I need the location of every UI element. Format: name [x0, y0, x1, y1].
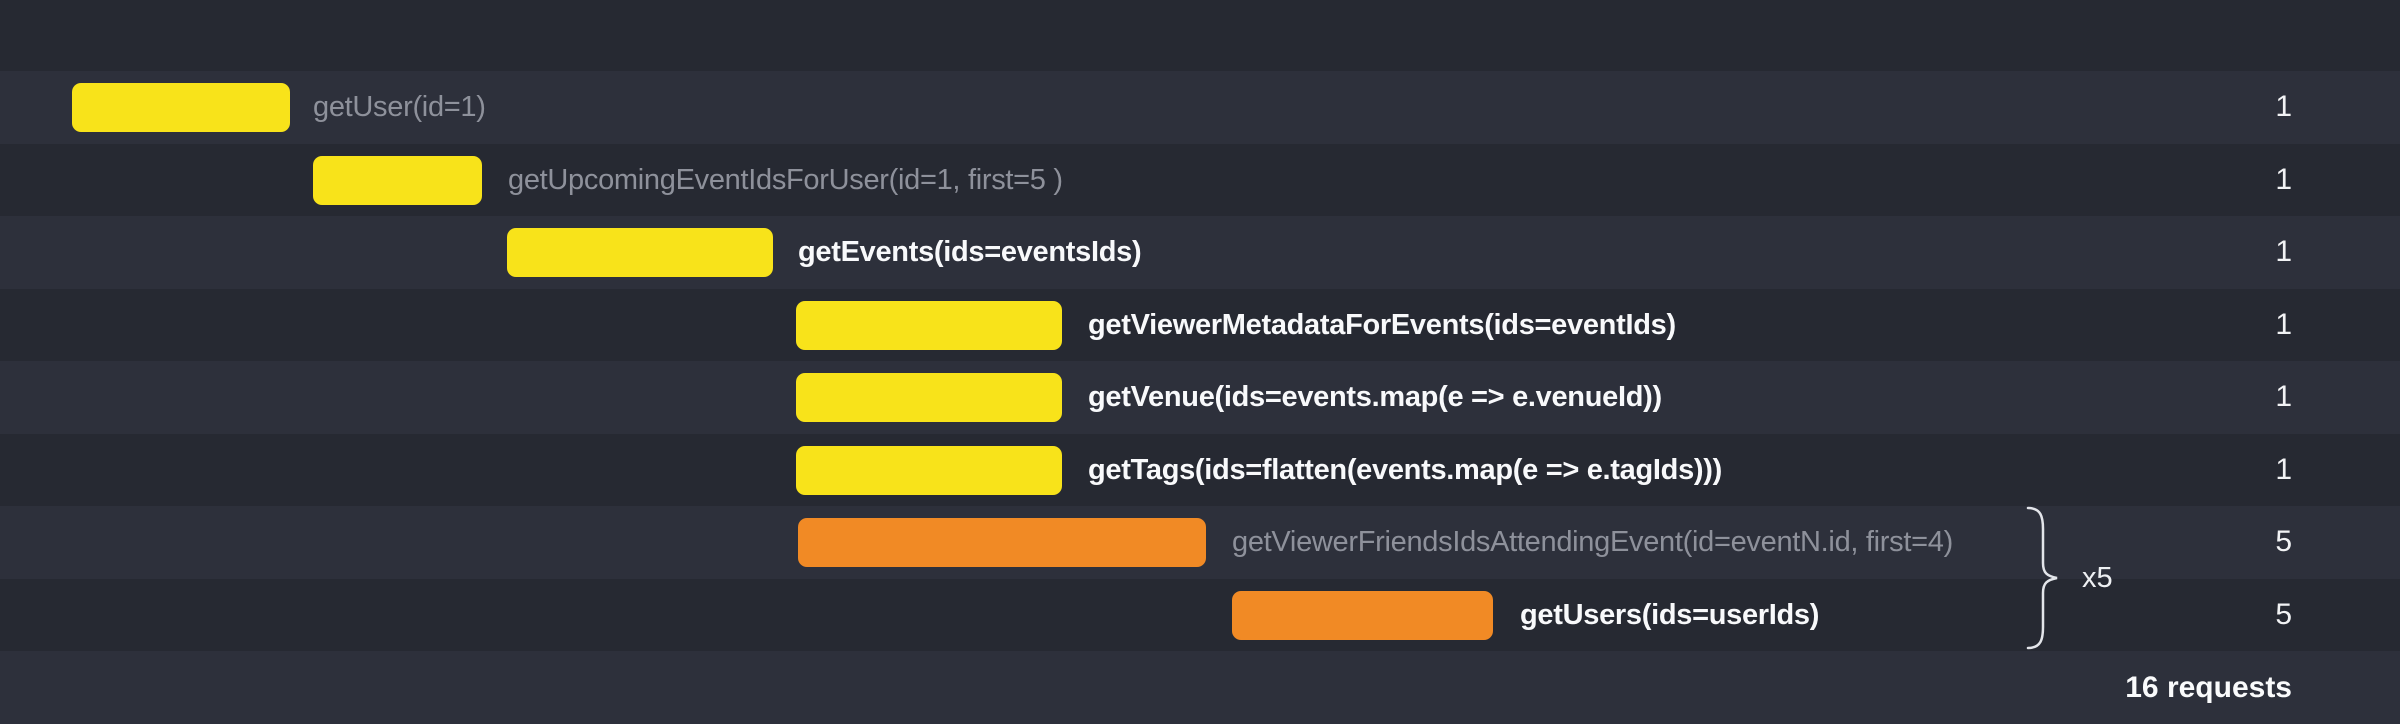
request-label: getUpcomingEventIdsForUser(id=1, first=5… [508, 163, 1063, 196]
request-row: getUpcomingEventIdsForUser(id=1, first=5… [0, 144, 2400, 217]
request-row: getUsers(ids=userIds) 5 [0, 579, 2400, 652]
request-row: getViewerFriendsIdsAttendingEvent(id=eve… [0, 506, 2400, 579]
request-bar [798, 518, 1206, 567]
brace-multiplier-label: x5 [2082, 562, 2113, 594]
header-band [0, 0, 2400, 71]
request-label: getTags(ids=flatten(events.map(e => e.ta… [1088, 453, 1722, 486]
request-count: 1 [2275, 162, 2292, 196]
request-bar [313, 155, 482, 205]
request-row: getUser(id=1) 1 [0, 71, 2400, 144]
request-bar [796, 445, 1062, 495]
request-row: getTags(ids=flatten(events.map(e => e.ta… [0, 434, 2400, 507]
request-label: getUser(id=1) [313, 91, 486, 123]
request-bar [507, 228, 773, 277]
request-count: 5 [2275, 525, 2292, 558]
request-count: 1 [2275, 235, 2292, 268]
footer-band: 16 requests [0, 651, 2400, 724]
request-count: 1 [2275, 307, 2292, 341]
request-label: getViewerFriendsIdsAttendingEvent(id=eve… [1232, 526, 1953, 558]
request-label: getVenue(ids=events.map(e => e.venueId)) [1088, 381, 1662, 413]
request-row: getViewerMetadataForEvents(ids=eventIds)… [0, 289, 2400, 362]
request-count: 5 [2275, 597, 2292, 631]
request-label: getUsers(ids=userIds) [1520, 598, 1820, 631]
request-count: 1 [2275, 452, 2292, 486]
request-bar [796, 373, 1062, 422]
request-row: getEvents(ids=eventsIds) 1 [0, 216, 2400, 289]
request-count: 1 [2275, 380, 2292, 413]
request-row: getVenue(ids=events.map(e => e.venueId))… [0, 361, 2400, 434]
request-count: 1 [2275, 90, 2292, 123]
total-requests-label: 16 requests [2125, 671, 2292, 704]
request-bar [796, 300, 1062, 350]
request-label: getEvents(ids=eventsIds) [798, 236, 1142, 268]
request-bar [72, 83, 290, 132]
request-label: getViewerMetadataForEvents(ids=eventIds) [1088, 308, 1676, 341]
brace-icon [2026, 506, 2058, 650]
request-bar [1232, 590, 1493, 640]
